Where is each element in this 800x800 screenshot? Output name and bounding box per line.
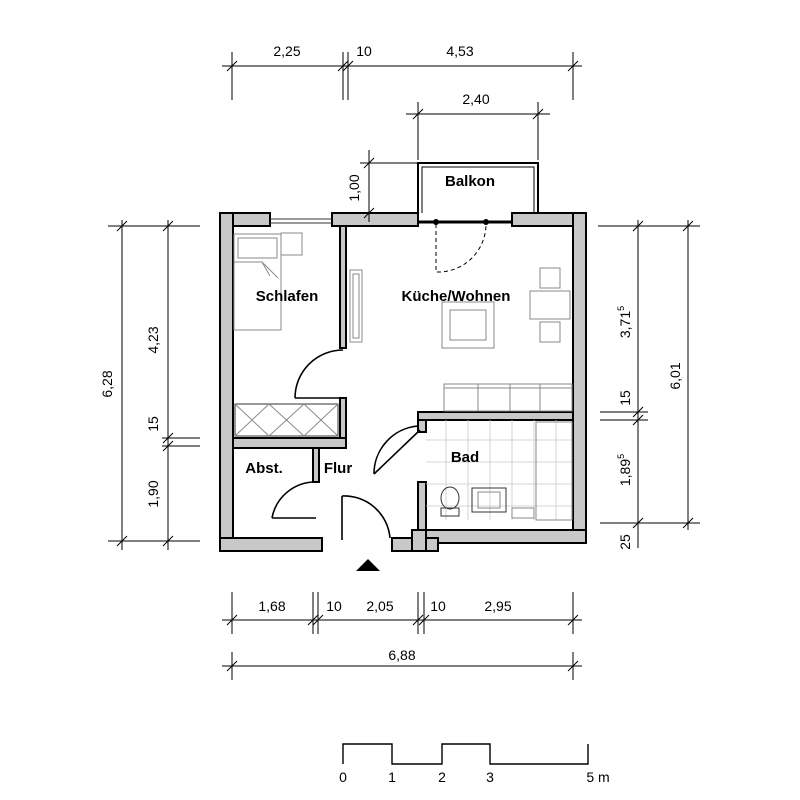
dimension-lines xyxy=(108,52,700,680)
dim-right-a-group: 3,715 xyxy=(616,306,633,338)
dim-bottom-b: 10 xyxy=(326,598,342,614)
abst-door-swing xyxy=(271,481,317,519)
wardrobe-cross-2 xyxy=(268,403,305,437)
wall-step-vert xyxy=(411,529,427,552)
dim-bottom-c: 2,05 xyxy=(366,598,393,614)
doors xyxy=(271,223,487,540)
dim-top-b: 10 xyxy=(356,43,372,59)
toilet xyxy=(440,486,460,510)
dimension-labels: 2,25 10 4,53 2,40 1,00 6,28 4,23 15 1,90… xyxy=(99,43,683,663)
room-label-schlafen: Schlafen xyxy=(256,288,319,305)
dim-left-b: 15 xyxy=(145,416,161,432)
wall-interior-kueche-bad xyxy=(417,411,574,421)
bad-door-swing xyxy=(373,425,419,475)
room-label-kueche: Küche/Wohnen xyxy=(402,288,511,305)
dim-left-total: 6,28 xyxy=(99,370,115,397)
scale-bar: 0 1 2 3 5 m xyxy=(339,743,610,785)
dim-bottom-e: 2,95 xyxy=(484,598,511,614)
dim-bottom-a: 1,68 xyxy=(258,598,285,614)
dim-bottom-d: 10 xyxy=(430,598,446,614)
dim-right-c-group: 1,895 xyxy=(616,454,633,486)
scale-bar-line xyxy=(342,743,589,765)
dim-right-b: 15 xyxy=(617,390,633,406)
balcony-railing-inner xyxy=(421,166,535,213)
dining-table xyxy=(529,290,571,320)
dim-balkon-width: 2,40 xyxy=(462,91,489,107)
wall-interior-abst-flur xyxy=(312,447,320,483)
wall-top-mid xyxy=(331,212,419,227)
sofa-seat xyxy=(449,309,487,341)
dim-top-a: 2,25 xyxy=(273,43,300,59)
dining-chair-bottom xyxy=(539,321,561,343)
room-label-abst: Abst. xyxy=(245,460,283,477)
dim-right-c: 1,895 xyxy=(616,454,633,486)
balcony-door-swing xyxy=(435,223,487,273)
dim-balkon-depth: 1,00 xyxy=(346,174,362,201)
room-label-balkon: Balkon xyxy=(445,173,495,190)
room-label-bad: Bad xyxy=(451,449,479,466)
shower xyxy=(535,421,573,521)
wardrobe-cross-1 xyxy=(234,403,270,437)
kitchen-counter xyxy=(443,383,573,412)
scale-label-3: 3 xyxy=(486,769,494,785)
dim-right-d: 25 xyxy=(617,534,633,550)
dim-top-c: 4,53 xyxy=(446,43,473,59)
scale-label-1: 1 xyxy=(388,769,396,785)
dim-right-total: 6,01 xyxy=(667,362,683,389)
scale-label-5m: 5 m xyxy=(586,769,609,785)
bed-pillow xyxy=(237,237,278,259)
dim-right-a: 3,715 xyxy=(616,306,633,338)
sink-basin xyxy=(477,491,501,509)
wardrobe-cross-3 xyxy=(303,403,339,437)
bath-cabinet xyxy=(511,507,535,519)
toilet-tank xyxy=(440,507,460,517)
bad-door-leaf xyxy=(373,429,421,475)
windows xyxy=(270,218,512,225)
wardrobe xyxy=(234,403,339,437)
dining-chair-top xyxy=(539,267,561,289)
entrance-door-swing xyxy=(341,495,391,539)
wall-interior-flur-bad-lower xyxy=(417,481,427,531)
dim-left-a: 4,23 xyxy=(145,326,161,353)
wall-interior-schlafen-abst xyxy=(232,437,347,449)
entrance-arrow-icon xyxy=(356,559,380,571)
wall-left xyxy=(219,212,234,552)
bed-blanket-fold xyxy=(234,261,279,279)
wall-interior-schlafen-kueche xyxy=(339,225,347,349)
bed xyxy=(233,233,282,331)
dim-bottom-total: 6,88 xyxy=(388,647,415,663)
furniture xyxy=(233,232,573,521)
wall-bottom-left xyxy=(219,537,323,552)
living-shelf-inner xyxy=(352,273,360,339)
nightstand xyxy=(280,232,303,256)
dim-left-c: 1,90 xyxy=(145,480,161,507)
balcony-railing xyxy=(417,162,539,213)
schlafen-door-swing xyxy=(294,349,344,399)
sink xyxy=(471,487,507,513)
balcony-door-hinge-left xyxy=(433,219,439,225)
wall-bottom-right xyxy=(425,529,587,544)
walls xyxy=(219,212,587,552)
bad-tiles xyxy=(426,420,572,520)
wall-right xyxy=(572,212,587,544)
balkon xyxy=(417,162,539,213)
living-shelf xyxy=(349,269,363,343)
room-label-flur: Flur xyxy=(324,460,352,477)
scale-label-2: 2 xyxy=(438,769,446,785)
balcony-door-hinge-right xyxy=(483,219,489,225)
scale-label-0: 0 xyxy=(339,769,347,785)
